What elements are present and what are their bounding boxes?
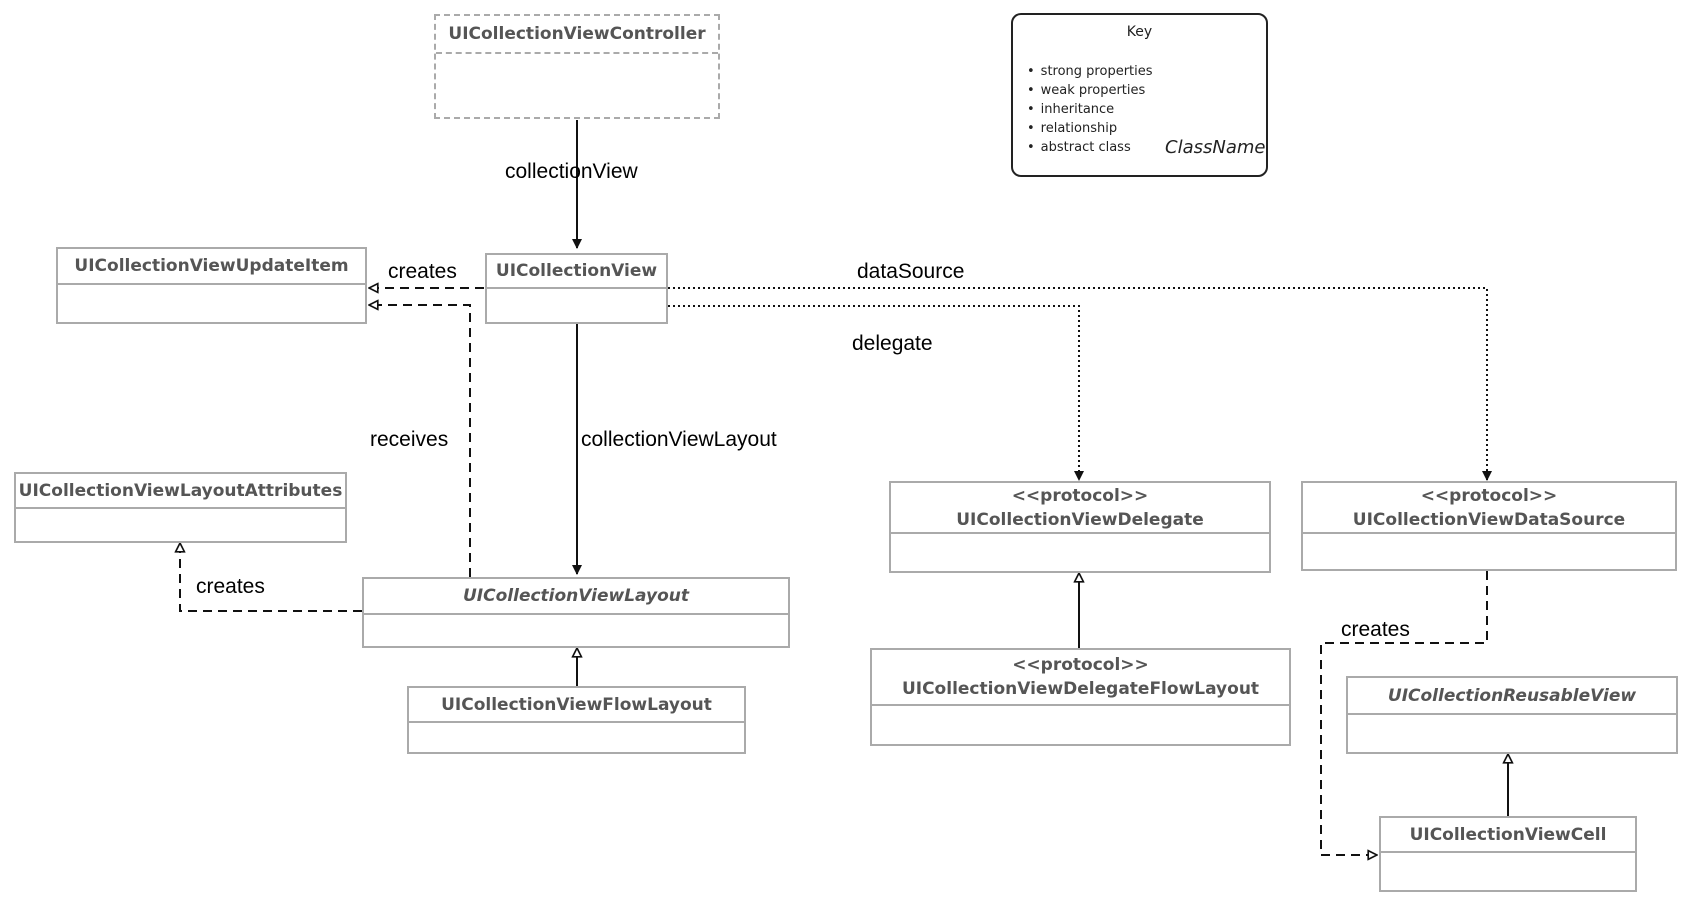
class-name: UICollectionViewLayout [463, 586, 689, 606]
key-legend: Key strong properties weak properties in… [1011, 13, 1268, 177]
label-creates-update-item: creates [388, 260, 457, 283]
key-item-strong: strong properties [1027, 64, 1153, 79]
class-name: UICollectionViewDelegate [956, 509, 1204, 530]
class-name: UICollectionViewDelegateFlowLayout [901, 679, 1260, 699]
class-uicollectionreusableview: UICollectionReusableView [1346, 676, 1678, 754]
class-name: UICollectionView [495, 261, 658, 281]
class-name: UICollectionViewDataSource [1352, 509, 1626, 530]
class-uicollectionviewflowlayout: UICollectionViewFlowLayout [407, 686, 746, 754]
label-collection-view: collectionView [505, 160, 638, 183]
key-item-abstract: abstract class [1027, 140, 1131, 155]
class-name: UICollectionViewController [448, 24, 706, 44]
stereotype: <<protocol>> [1012, 655, 1149, 675]
key-classname-sample: ClassName [1165, 137, 1266, 158]
class-uicollectionviewupdateitem: UICollectionViewUpdateItem [56, 247, 367, 324]
edge-creates-attributes [180, 543, 362, 612]
label-collection-view-layout: collectionViewLayout [581, 428, 777, 451]
class-name: UICollectionViewFlowLayout [441, 694, 712, 715]
class-uicollectionviewdatasource: <<protocol>> UICollectionViewDataSource [1301, 481, 1677, 571]
class-uicollectionview: UICollectionView [485, 253, 668, 324]
key-item-relationship: relationship [1027, 121, 1117, 136]
class-uicollectionviewlayout: UICollectionViewLayout [362, 577, 790, 648]
label-delegate: delegate [852, 332, 933, 355]
class-name: UICollectionReusableView [1387, 685, 1637, 706]
class-uicollectionviewlayoutattributes: UICollectionViewLayoutAttributes [14, 472, 347, 543]
key-item-weak: weak properties [1027, 83, 1146, 98]
class-name: UICollectionViewLayoutAttributes [18, 480, 343, 501]
edge-creates-cell [1320, 571, 1488, 855]
class-uicollectionviewcontroller: UICollectionViewController [434, 14, 720, 119]
class-uicollectionviewcell: UICollectionViewCell [1379, 816, 1637, 892]
class-uicollectionviewdelegate: <<protocol>> UICollectionViewDelegate [889, 481, 1271, 573]
edge-delegate [668, 305, 1084, 481]
key-title: Key [1126, 24, 1153, 40]
edge-receives [369, 305, 471, 577]
class-name: UICollectionViewCell [1409, 824, 1607, 845]
label-receives: receives [370, 428, 449, 451]
label-creates-attributes: creates [196, 575, 265, 598]
class-uicollectionviewdelegateflowlayout: <<protocol>> UICollectionViewDelegateFlo… [870, 648, 1291, 746]
key-item-inheritance: inheritance [1027, 102, 1115, 117]
stereotype: <<protocol>> [1011, 485, 1149, 506]
label-data-source: dataSource [857, 260, 965, 283]
class-name: UICollectionViewUpdateItem [74, 256, 349, 276]
stereotype: <<protocol>> [1420, 485, 1558, 506]
edge-data-source [668, 287, 1492, 481]
label-creates-cell: creates [1341, 618, 1410, 641]
